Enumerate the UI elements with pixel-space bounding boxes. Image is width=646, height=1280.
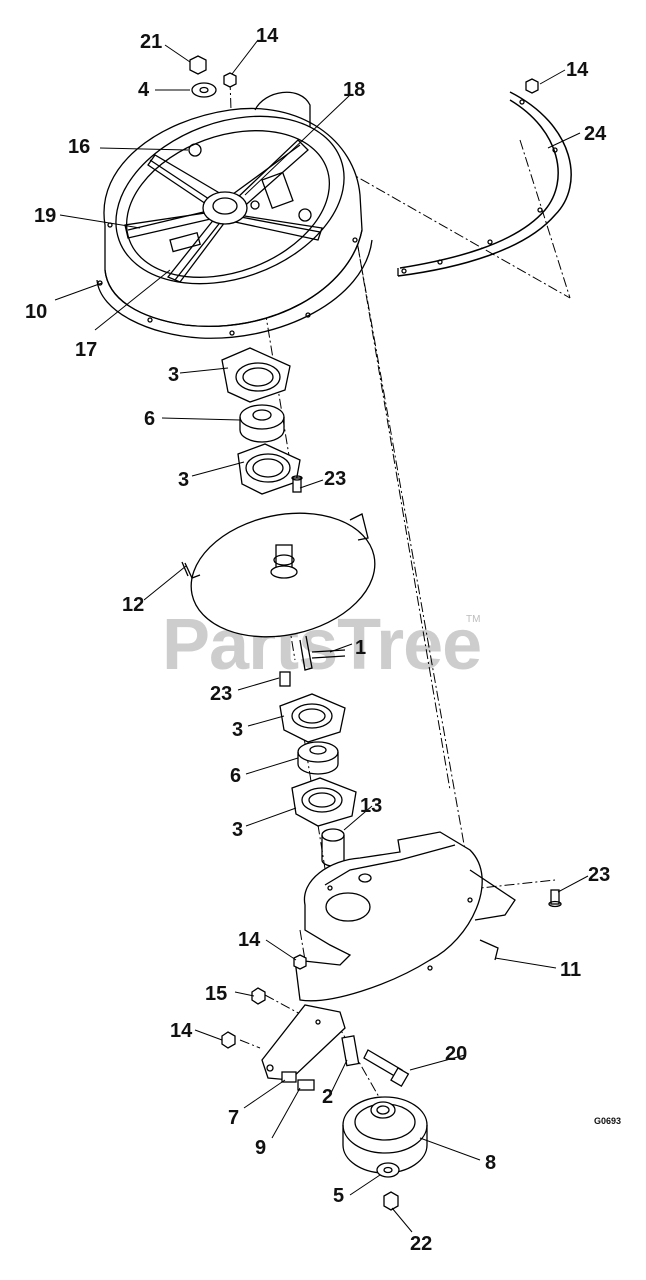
- shaft-plate: [181, 512, 376, 671]
- callout-24: 24: [584, 123, 607, 145]
- callout-5: 5: [333, 1185, 344, 1207]
- nut-22: [383, 1191, 399, 1211]
- bolt-23-upper: [291, 475, 303, 493]
- callout-4: 4: [138, 79, 150, 101]
- callout-21: 21: [140, 31, 162, 53]
- nut-14-band: [525, 78, 539, 94]
- callout-6-a: 6: [144, 408, 155, 430]
- callout-23-a: 23: [324, 468, 346, 490]
- callout-8: 8: [485, 1152, 496, 1174]
- diagram-code: G0693: [594, 1116, 621, 1126]
- washer-5: [376, 1162, 400, 1178]
- callout-23-b: 23: [210, 683, 232, 705]
- callout-13: 13: [360, 795, 382, 817]
- callout-3-b: 3: [178, 469, 189, 491]
- bolt-23-middle: [279, 671, 291, 687]
- nut-21: [189, 55, 207, 75]
- spacer-7: [281, 1071, 297, 1083]
- bearing-flange-upper-1: [221, 347, 291, 403]
- bearing-6-upper: [239, 404, 285, 443]
- bottom-plate: [294, 831, 516, 1002]
- callout-3-d: 3: [232, 819, 243, 841]
- callout-11: 11: [560, 959, 581, 981]
- bolt-9: [297, 1079, 315, 1091]
- leader-lines: [54, 39, 589, 1233]
- callout-15: 15: [205, 983, 227, 1005]
- nut-14-plate: [293, 954, 307, 970]
- spacer-13: [321, 828, 345, 867]
- washer-4: [191, 82, 217, 98]
- callout-labels: 21 4 14 18 16 19 10 17 14 24 3 6 3 23 12…: [25, 25, 621, 1255]
- callout-2: 2: [322, 1086, 333, 1108]
- housing-band: [397, 91, 572, 277]
- idler-bracket: [261, 1004, 360, 1081]
- callout-12: 12: [122, 594, 144, 616]
- bearing-flange-lower-1: [279, 693, 346, 743]
- callout-17: 17: [75, 339, 97, 361]
- callout-3-c: 3: [232, 719, 243, 741]
- callout-14-bracket: 14: [170, 1020, 193, 1042]
- impeller: [124, 139, 323, 283]
- bearing-flange-upper-2: [237, 443, 301, 495]
- callout-6-b: 6: [230, 765, 241, 787]
- callout-23-c: 23: [588, 864, 610, 886]
- callout-14-band: 14: [566, 59, 589, 81]
- pin-1: [311, 649, 346, 659]
- nut-14-top: [223, 72, 237, 88]
- callout-10: 10: [25, 301, 47, 323]
- bearing-flange-lower-2: [291, 777, 357, 827]
- callout-1: 1: [355, 637, 366, 659]
- callout-7: 7: [228, 1107, 239, 1129]
- paddle-bolts: [188, 143, 312, 222]
- trademark-mark: TM: [466, 614, 481, 625]
- callout-19: 19: [34, 205, 56, 227]
- callout-14-plate: 14: [238, 929, 261, 951]
- callout-22: 22: [410, 1233, 432, 1255]
- callout-9: 9: [255, 1137, 266, 1159]
- callout-20: 20: [445, 1043, 467, 1065]
- nut-14-bracket: [221, 1031, 236, 1049]
- bolt-23-right: [548, 889, 562, 908]
- callout-3-a: 3: [168, 364, 179, 386]
- bolt-20: [363, 1049, 410, 1088]
- callout-14-top: 14: [256, 25, 279, 47]
- callout-16: 16: [68, 136, 90, 158]
- pulley: [342, 1096, 428, 1174]
- bearing-6-lower: [297, 741, 339, 775]
- callout-18: 18: [343, 79, 365, 101]
- nut-15: [251, 987, 266, 1005]
